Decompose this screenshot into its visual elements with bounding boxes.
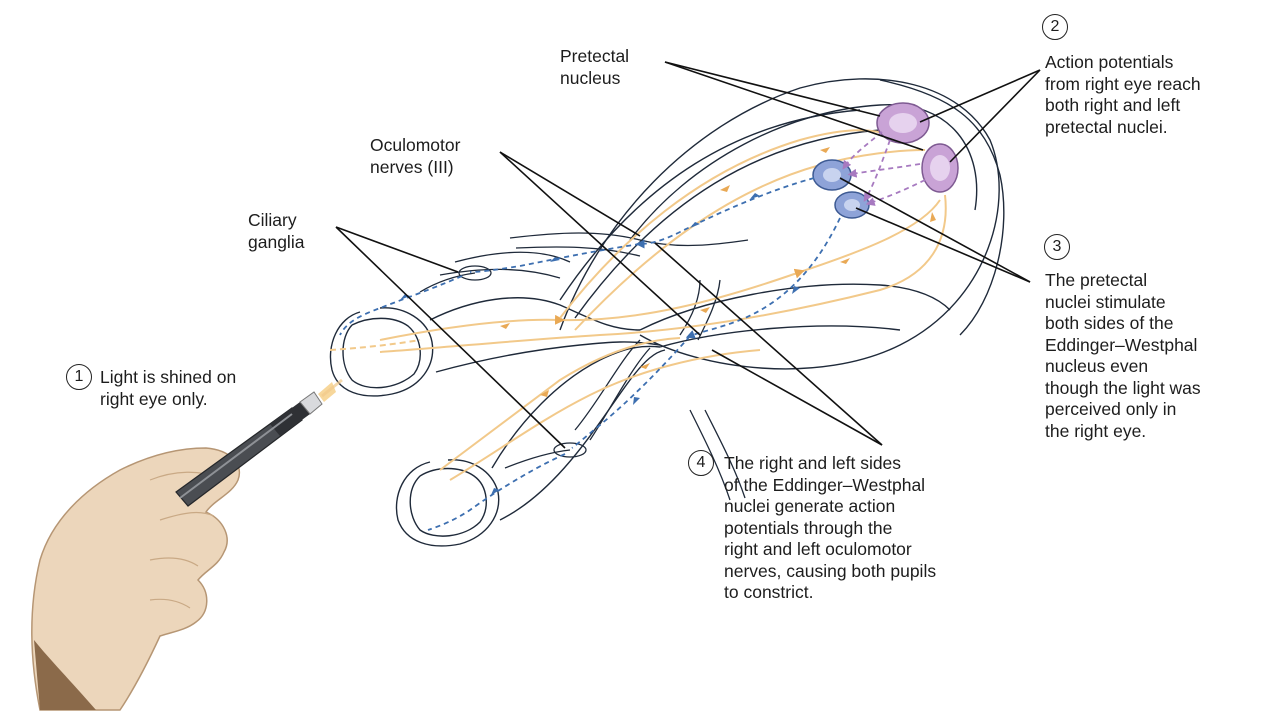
oculomotor-nerves-label: Oculomotor nerves (III) bbox=[370, 135, 460, 178]
leader-lines bbox=[336, 62, 1040, 448]
label-line: Pretectal bbox=[560, 46, 629, 68]
step-line: Eddinger–Westphal bbox=[1045, 335, 1201, 357]
step-line: pretectal nuclei. bbox=[1045, 117, 1201, 139]
step-line: Light is shined on bbox=[100, 367, 236, 389]
step-line: potentials through the bbox=[724, 518, 936, 540]
step-line: to constrict. bbox=[724, 582, 936, 604]
step-line: from right eye reach bbox=[1045, 74, 1201, 96]
step-line: nuclei generate action bbox=[724, 496, 936, 518]
label-line: nerves (III) bbox=[370, 157, 460, 179]
label-line: Oculomotor bbox=[370, 135, 460, 157]
step-2-number: 2 bbox=[1042, 14, 1068, 40]
step-line: both right and left bbox=[1045, 95, 1201, 117]
step-line: The pretectal bbox=[1045, 270, 1201, 292]
light-beam bbox=[318, 380, 342, 402]
step-line: right and left oculomotor bbox=[724, 539, 936, 561]
label-line: Ciliary bbox=[248, 210, 304, 232]
afferent-arrows bbox=[500, 147, 936, 397]
pretectal-nucleus-label: Pretectal nucleus bbox=[560, 46, 629, 89]
step-1-number: 1 bbox=[66, 364, 92, 390]
efferent-arrows bbox=[400, 193, 800, 495]
ciliary-ganglia-label: Ciliary ganglia bbox=[248, 210, 304, 253]
step-line: both sides of the bbox=[1045, 313, 1201, 335]
step-4-text: The right and left sides of the Eddinger… bbox=[724, 453, 936, 604]
afferent-pathway bbox=[330, 130, 946, 480]
step-line: The right and left sides bbox=[724, 453, 936, 475]
step-line: nuclei stimulate bbox=[1045, 292, 1201, 314]
label-line: nucleus bbox=[560, 68, 629, 90]
step-line: Action potentials bbox=[1045, 52, 1201, 74]
step-line: right eye only. bbox=[100, 389, 236, 411]
step-line: nerves, causing both pupils bbox=[724, 561, 936, 583]
step-2-text: Action potentials from right eye reach b… bbox=[1045, 52, 1201, 138]
step-line: though the light was bbox=[1045, 378, 1201, 400]
step-line: the right eye. bbox=[1045, 421, 1201, 443]
label-line: ganglia bbox=[248, 232, 304, 254]
midbrain-outline bbox=[560, 79, 1004, 369]
step-line: perceived only in bbox=[1045, 399, 1201, 421]
step-3-number: 3 bbox=[1044, 234, 1070, 260]
step-3-text: The pretectal nuclei stimulate both side… bbox=[1045, 270, 1201, 442]
step-4-number: 4 bbox=[688, 450, 714, 476]
step-1-text: Light is shined on right eye only. bbox=[100, 367, 236, 410]
step-line: nucleus even bbox=[1045, 356, 1201, 378]
step-line: of the Eddinger–Westphal bbox=[724, 475, 936, 497]
